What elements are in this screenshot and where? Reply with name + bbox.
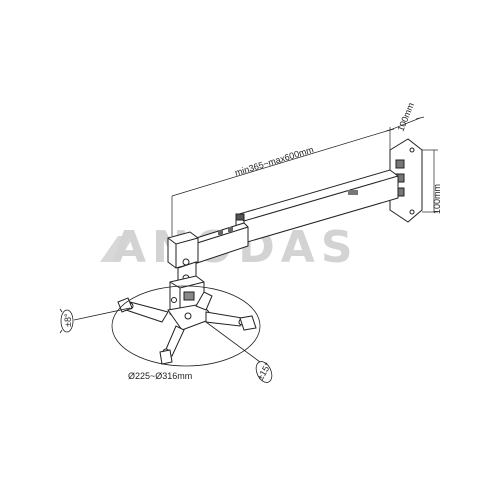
tilt-angle-label: ±8°: [63, 313, 73, 327]
spider-mount: [117, 291, 257, 365]
telescopic-arm: [176, 169, 399, 265]
arm-dimension-lines: [171, 127, 391, 236]
swivel-indicator: [205, 321, 273, 383]
arm-length-label: min365~max600mm: [234, 144, 315, 177]
plate-height-label: 100mm: [432, 184, 442, 214]
wall-plate: [389, 138, 423, 223]
tilt-indicator: [59, 307, 131, 334]
mount-diameter-label: Ø225~Ø316mm: [128, 371, 192, 381]
plate-width-label: 100mm: [396, 101, 417, 133]
mount-diameter-ellipse: [111, 285, 261, 367]
